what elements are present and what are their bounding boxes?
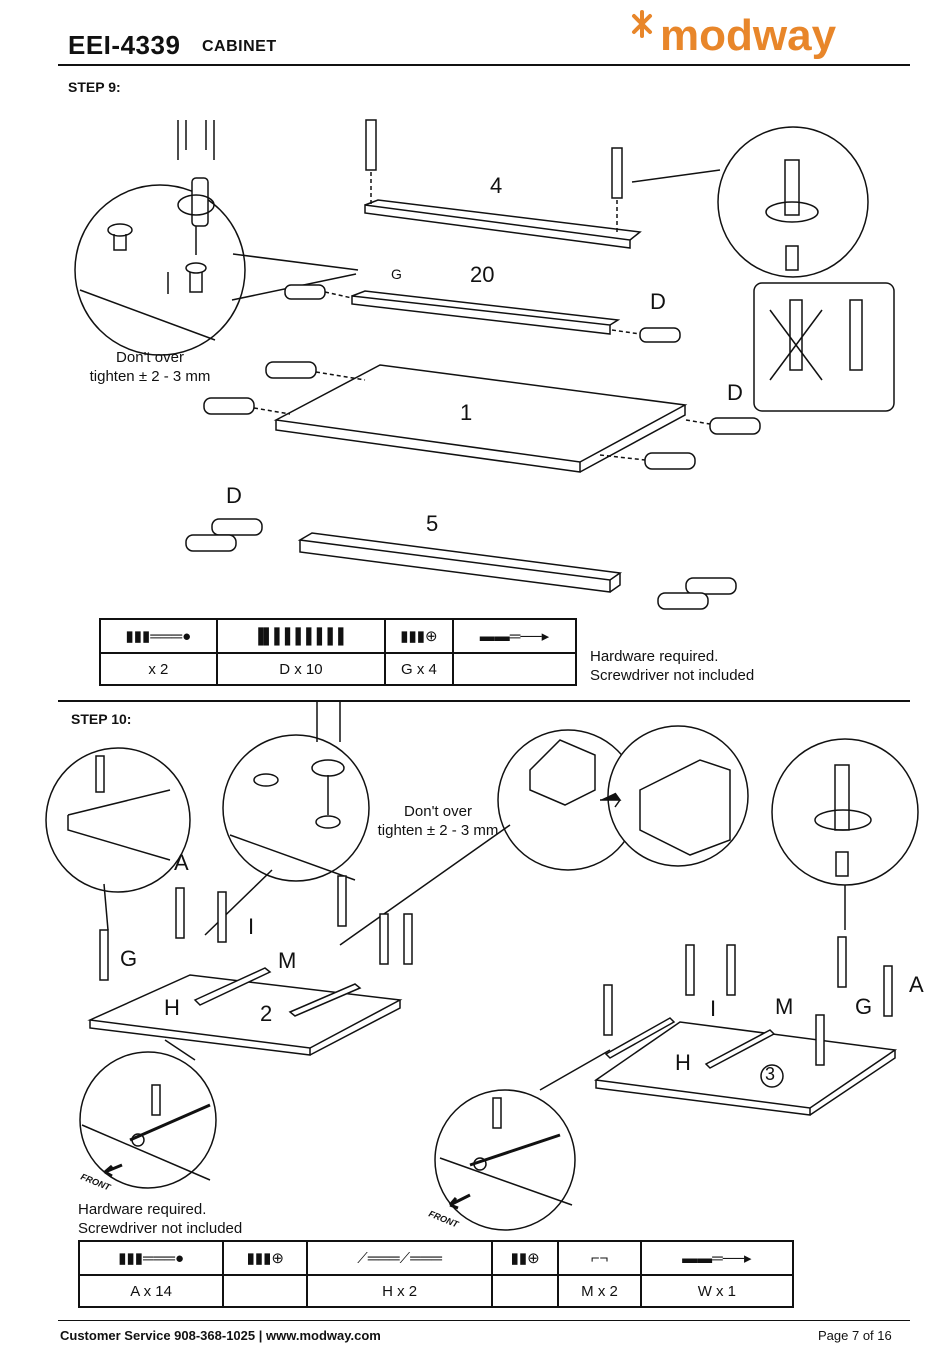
part-label-i-2: I <box>710 996 717 1021</box>
footer-divider <box>58 1320 910 1321</box>
part-label-2: 2 <box>260 1001 273 1026</box>
hardware-screw-cell: ▮▮▮⊕ <box>222 1240 309 1276</box>
step9-detail-circle-left <box>74 120 359 356</box>
step10-detail-circle-1 <box>45 747 191 931</box>
screw-icon: ▮▮▮⊕ <box>246 1250 284 1267</box>
part-label-m-2: M <box>775 994 794 1019</box>
cam-bolt-icon: ▮▮▮═══● <box>118 1250 185 1267</box>
hardware-short-screw-cell: ▮▮⊕ <box>491 1240 560 1276</box>
step10-detail-circle-5 <box>79 1039 217 1189</box>
step10-hardware-table: ▮▮▮═══● ▮▮▮⊕ ⟋═══⟋═══ ▮▮⊕ ⌐¬ ▬▬═──▸ A x … <box>77 1240 795 1308</box>
panel-1 <box>203 361 761 473</box>
cam-bolt-icon: ▮▮▮═══● <box>125 628 192 645</box>
bracket-icon: ⌐¬ <box>590 1249 609 1267</box>
hardware-label: M x 2 <box>557 1274 642 1308</box>
step10-detail-circle-2 <box>204 700 370 936</box>
part-label-g-1: G <box>120 946 138 971</box>
step9-correct-incorrect-box <box>753 282 895 412</box>
hardware-bracket-cell: ⌐¬ <box>557 1240 642 1276</box>
page-number: Page 7 of 16 <box>818 1328 892 1343</box>
step10-detail-circle-4 <box>771 738 919 930</box>
screwdriver-icon: ▬▬═──▸ <box>682 1250 752 1267</box>
panel-2 <box>87 875 413 1056</box>
step9-hardware-note: Hardware required. Screwdriver not inclu… <box>590 648 755 684</box>
step10-title: STEP 10: <box>71 711 132 727</box>
step10-torque-note: Don't over tighten ± 2 - 3 mm <box>377 803 499 839</box>
product-name: CABINET <box>202 38 277 55</box>
hardware-cam-bolt-cell: ▮▮▮═══● <box>99 618 218 654</box>
hardware-label <box>491 1274 560 1308</box>
part-label-d-2: D <box>727 380 743 405</box>
drawer-rail-icon: ⟋═══⟋═══ <box>357 1249 442 1267</box>
brand-logo: modway <box>632 10 837 60</box>
hardware-screwdriver-cell: ▬▬═──▸ <box>639 1240 795 1276</box>
short-screw-icon: ▮▮⊕ <box>510 1250 540 1267</box>
hardware-label: x 2 <box>99 652 218 686</box>
part-label-1: 1 <box>460 400 473 425</box>
panel-20 <box>284 284 681 343</box>
model-number: EEI-4339 <box>68 30 181 60</box>
dowel-icon: ▐▌▌▌▌▌▌▌▌ <box>253 627 349 645</box>
hardware-label <box>451 652 578 686</box>
brand-wordmark: modway <box>660 11 837 60</box>
hardware-cam-bolt-cell: ▮▮▮═══● <box>77 1240 225 1276</box>
panel-4 <box>364 119 642 249</box>
step9-detail-circle-right <box>631 126 869 278</box>
part-label-i-1: I <box>248 914 255 939</box>
part-label-4: 4 <box>490 173 503 198</box>
hardware-label: A x 14 <box>77 1274 225 1308</box>
part-label-a-2: A <box>909 972 924 997</box>
part-label-h-1: H <box>164 995 180 1020</box>
hardware-screwdriver-cell: ▬▬═──▸ <box>451 618 578 654</box>
hardware-label: D x 10 <box>215 652 387 686</box>
hardware-drawer-rail-cell: ⟋═══⟋═══ <box>306 1240 494 1276</box>
step10-detail-circle-6 <box>434 1049 611 1231</box>
screw-icon: ▮▮▮⊕ <box>400 628 438 645</box>
part-label-g-2: G <box>855 994 873 1019</box>
part-label-h-2: H <box>675 1050 691 1075</box>
hardware-label: H x 2 <box>306 1274 494 1308</box>
part-label-3: 3 <box>765 1064 776 1084</box>
hardware-label: G x 4 <box>384 652 454 686</box>
step10-hardware-note: Hardware required. Screwdriver not inclu… <box>78 1201 243 1237</box>
part-label-d-3: D <box>226 483 242 508</box>
step-divider <box>58 700 910 702</box>
part-label-20: 20 <box>470 262 495 287</box>
part-label-d-1: D <box>650 289 666 314</box>
hardware-label: W x 1 <box>639 1274 795 1308</box>
hardware-screw-cell: ▮▮▮⊕ <box>384 618 454 654</box>
part-label-5: 5 <box>426 511 439 536</box>
customer-service: Customer Service 908-368-1025 | www.modw… <box>60 1328 381 1343</box>
panel-5 <box>185 518 737 610</box>
header-divider <box>58 64 910 66</box>
hardware-dowel-cell: ▐▌▌▌▌▌▌▌▌ <box>215 618 387 654</box>
panel-3 <box>593 936 898 1116</box>
step9-hardware-table: ▮▮▮═══● ▐▌▌▌▌▌▌▌▌ ▮▮▮⊕ ▬▬═──▸ x 2 D x 10… <box>99 618 578 686</box>
step9-title: STEP 9: <box>68 79 121 95</box>
logo-star-icon <box>632 10 652 38</box>
hardware-label <box>222 1274 309 1308</box>
step9-torque-note: Don't over tighten ± 2 - 3 mm <box>89 349 211 385</box>
step10-bracket-detail <box>339 725 749 946</box>
part-label-g: G <box>391 266 402 282</box>
screwdriver-icon: ▬▬═──▸ <box>479 628 550 645</box>
part-label-a-1: A <box>174 850 189 875</box>
part-label-m-1: M <box>278 948 297 973</box>
